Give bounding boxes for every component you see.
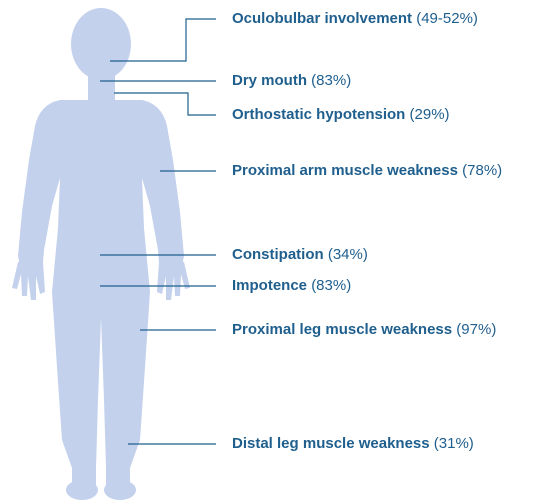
- symptom-percentage: (83%): [311, 277, 351, 294]
- label-proximal-arm-weakness: Proximal arm muscle weakness (78%): [232, 162, 502, 180]
- symptom-percentage: (34%): [328, 246, 368, 263]
- left-hand: [12, 262, 45, 300]
- symptom-name: Dry mouth: [232, 72, 307, 89]
- symptom-percentage: (97%): [456, 321, 496, 338]
- symptom-percentage: (78%): [462, 162, 502, 179]
- left-foot: [66, 480, 98, 500]
- label-proximal-leg-weakness: Proximal leg muscle weakness (97%): [232, 321, 496, 339]
- label-distal-leg-weakness: Distal leg muscle weakness (31%): [232, 435, 474, 453]
- symptom-percentage: (49-52%): [416, 10, 478, 27]
- figure-torso: [18, 100, 184, 486]
- right-hand: [157, 262, 190, 300]
- label-orthostatic-hypotension: Orthostatic hypotension (29%): [232, 106, 450, 124]
- label-constipation: Constipation (34%): [232, 246, 368, 264]
- figure-neck: [88, 66, 115, 100]
- symptom-name: Oculobulbar involvement: [232, 10, 412, 27]
- right-foot: [104, 480, 136, 500]
- symptom-percentage: (83%): [311, 72, 351, 89]
- label-dry-mouth: Dry mouth (83%): [232, 72, 351, 90]
- symptom-percentage: (31%): [434, 435, 474, 452]
- symptom-name: Proximal leg muscle weakness: [232, 321, 452, 338]
- symptom-name: Proximal arm muscle weakness: [232, 162, 458, 179]
- symptom-name: Distal leg muscle weakness: [232, 435, 430, 452]
- symptom-name: Orthostatic hypotension: [232, 106, 405, 123]
- symptom-name: Constipation: [232, 246, 324, 263]
- label-impotence: Impotence (83%): [232, 277, 351, 295]
- symptom-percentage: (29%): [410, 106, 450, 123]
- label-oculobulbar: Oculobulbar involvement (49-52%): [232, 10, 478, 28]
- symptom-name: Impotence: [232, 277, 307, 294]
